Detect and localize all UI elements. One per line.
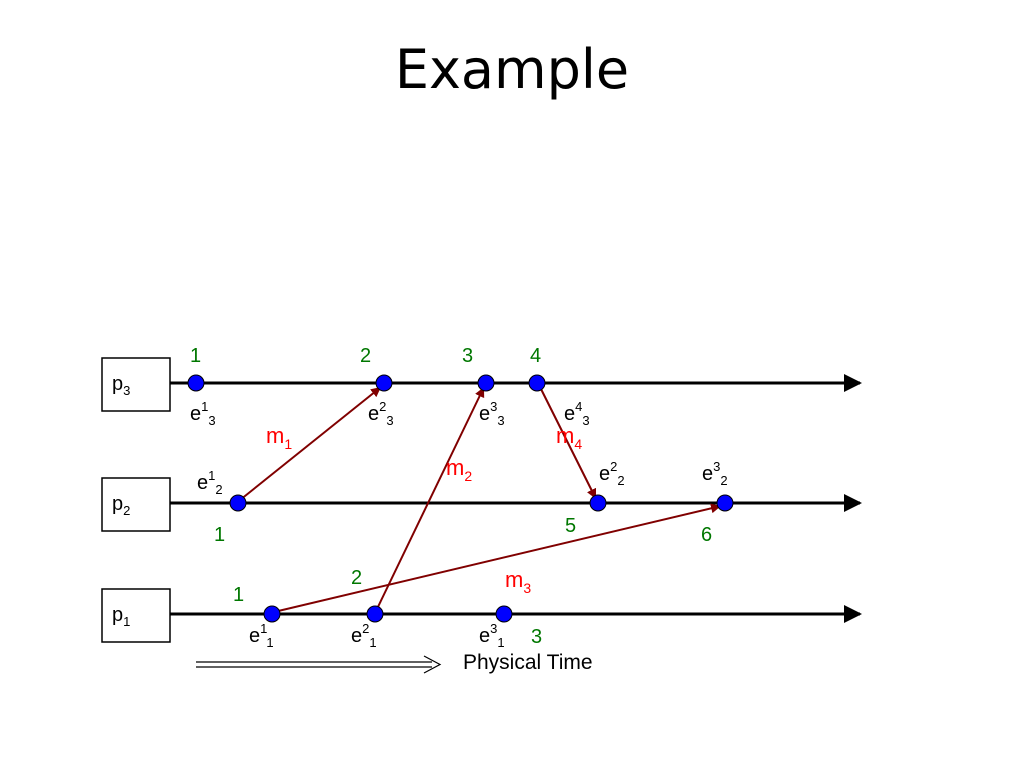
process-box-p3: p3 bbox=[101, 357, 171, 412]
event-dot-e4-3 bbox=[528, 374, 546, 392]
svg-text:p2: p2 bbox=[112, 493, 130, 518]
physical-time-arrow bbox=[196, 655, 442, 674]
event-dot-e1-2 bbox=[229, 494, 247, 512]
clock-e3-2: 6 bbox=[701, 524, 712, 546]
timeline-p2-arrowhead bbox=[844, 494, 862, 512]
clock-e1-1: 1 bbox=[233, 584, 244, 606]
timeline-p3-arrowhead bbox=[844, 374, 862, 392]
physical-time-label: Physical Time bbox=[463, 651, 593, 674]
event-label-e3-3: e33 bbox=[479, 399, 505, 428]
event-label-e1-2: e12 bbox=[197, 468, 223, 497]
message-label-m2: m2 bbox=[446, 455, 472, 484]
clock-e4-3: 4 bbox=[530, 345, 541, 367]
svg-text:p3: p3 bbox=[112, 373, 130, 398]
clock-e1-3: 1 bbox=[190, 345, 201, 367]
event-label-e3-2: e32 bbox=[702, 459, 728, 488]
event-label-e1-3: e13 bbox=[190, 399, 216, 428]
message-m1-arrow bbox=[239, 386, 382, 501]
event-label-e2-3: e23 bbox=[368, 399, 394, 428]
event-label-e4-3: e43 bbox=[564, 399, 590, 428]
event-dot-e2-3 bbox=[375, 374, 393, 392]
event-label-e3-1: e31 bbox=[479, 621, 505, 650]
message-label-m1: m1 bbox=[266, 423, 292, 452]
clock-e1-2: 1 bbox=[214, 524, 225, 546]
clock-e3-3: 3 bbox=[462, 345, 473, 367]
clock-e2-2: 5 bbox=[565, 515, 576, 537]
message-m2-arrow bbox=[375, 386, 485, 612]
message-label-m3: m3 bbox=[505, 567, 531, 596]
clock-e2-3: 2 bbox=[360, 345, 371, 367]
event-dot-e2-1 bbox=[366, 605, 384, 623]
event-label-e1-1: e11 bbox=[249, 621, 274, 650]
message-m4-arrow bbox=[539, 386, 597, 500]
event-dot-e3-1 bbox=[495, 605, 513, 623]
timeline-p1-arrowhead bbox=[844, 605, 862, 623]
event-dot-e1-1 bbox=[263, 605, 281, 623]
event-dot-e2-2 bbox=[589, 494, 607, 512]
event-label-e2-1: e21 bbox=[351, 621, 377, 650]
event-dot-e1-3 bbox=[187, 374, 205, 392]
event-dot-e3-3 bbox=[477, 374, 495, 392]
process-box-p2: p2 bbox=[101, 477, 171, 532]
svg-text:p1: p1 bbox=[112, 604, 130, 629]
message-m3-arrow bbox=[273, 503, 722, 613]
event-label-e2-2: e22 bbox=[599, 459, 625, 488]
process-box-p1: p1 bbox=[101, 588, 171, 643]
clock-e2-1: 2 bbox=[351, 567, 362, 589]
clock-e3-1: 3 bbox=[531, 626, 542, 648]
event-dot-e3-2 bbox=[716, 494, 734, 512]
slide-title: Example bbox=[394, 38, 630, 101]
message-label-m4: m4 bbox=[556, 423, 582, 452]
